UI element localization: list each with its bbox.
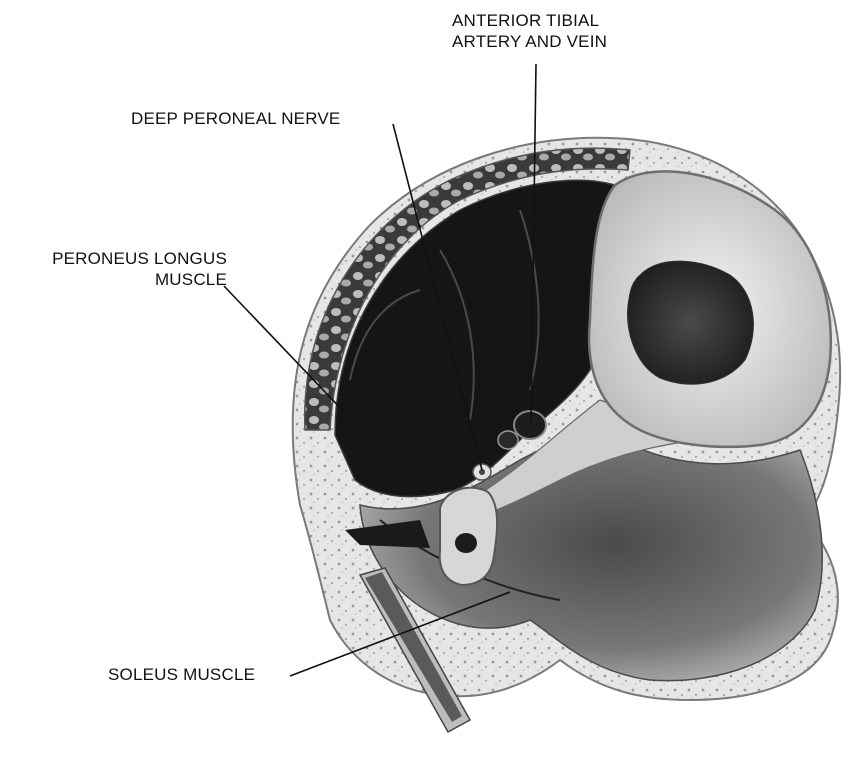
deep-peroneal-nerve-text: DEEP PERONEAL NERVE (131, 108, 340, 129)
anterior-tibial-vein (498, 431, 518, 449)
anterior-tibial-artery-vein-label: ANTERIOR TIBIAL ARTERY AND VEIN (452, 10, 607, 52)
peroneus-longus-muscle-label: PERONEUS LONGUS MUSCLE (11, 248, 227, 290)
anterior-tibial-artery (514, 411, 546, 439)
peroneus-longus-label-line1: PERONEUS LONGUS (11, 248, 227, 269)
peroneus-longus-label-line2: MUSCLE (11, 269, 227, 290)
deep-peroneal-nerve-label: DEEP PERONEAL NERVE (131, 108, 340, 129)
tibia-marrow (627, 261, 753, 384)
soleus-muscle-text: SOLEUS MUSCLE (108, 664, 255, 685)
fibula-bone (440, 488, 497, 585)
fibula-marrow (455, 533, 477, 553)
anterior-tibial-label-line2: ARTERY AND VEIN (452, 31, 607, 52)
soleus-muscle-label: SOLEUS MUSCLE (108, 664, 255, 685)
tibia-bone (589, 171, 831, 447)
anterior-tibial-label-line1: ANTERIOR TIBIAL (452, 10, 607, 31)
